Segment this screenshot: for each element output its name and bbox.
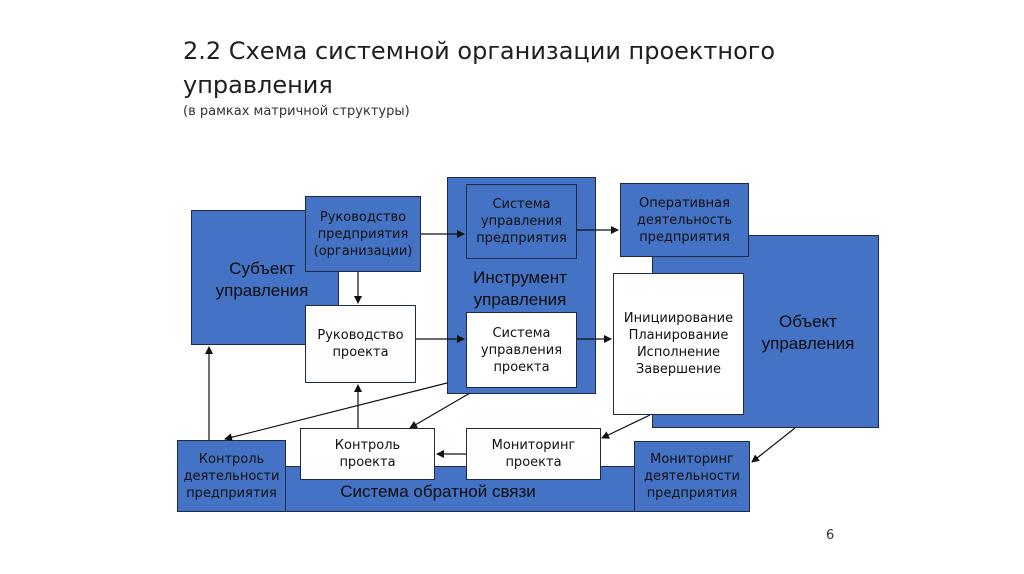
arrow-object-to-enterprise-monitoring [751,427,796,463]
project-leadership-box: Руководство проекта [305,305,416,383]
operational-activity-box: Оперативная деятельность предприятия [620,183,749,257]
enterprise-mgmt-system-box: Система управления предприятия [466,184,577,259]
instrument-label: Инструмент управления [473,268,567,309]
page-number: 6 [826,528,835,543]
object-label: Объект управления [761,312,855,353]
enterprise-leadership-box: Руководство предприятия (организации) [305,196,421,272]
slide-subtitle: (в рамках матричной структуры) [183,104,410,119]
arrow-lifecycle-to-project-monitoring [601,414,651,439]
arrow-instrument-to-project-control [409,392,471,429]
lifecycle-box: Инициирование Планирование Исполнение За… [613,273,744,415]
feedback-label: Система обратной связи [340,482,536,501]
project-monitoring-box: Мониторинг проекта [466,428,601,480]
slide-title: 2.2 Схема системной организации проектно… [183,37,776,99]
subject-label: Субъект управления [215,259,309,300]
project-mgmt-system-box: Система управления проекта [466,312,577,388]
arrow-instrument-to-enterprise-control [224,382,448,442]
project-control-box: Контроль проекта [300,428,435,480]
enterprise-control-box: Контроль деятельности предприятия [177,440,286,512]
enterprise-monitoring-box: Мониторинг деятельности предприятия [634,441,750,512]
